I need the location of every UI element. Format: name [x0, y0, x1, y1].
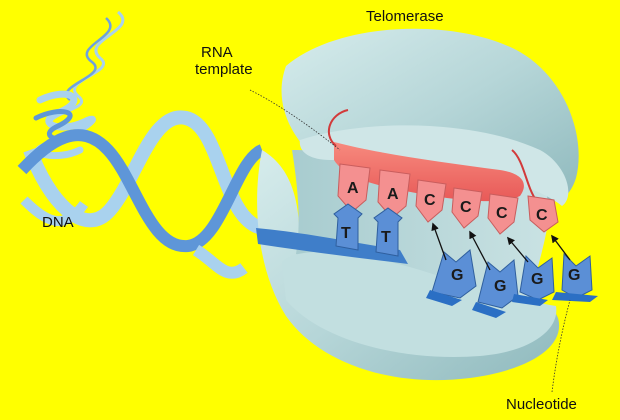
dna-strand-light-2: [20, 196, 89, 227]
dna-base: T: [373, 207, 403, 257]
rna-template-leader: [249, 89, 341, 151]
nucleotide: G: [426, 249, 477, 306]
nucleotide-letter: G: [494, 278, 506, 295]
rna-base: C: [487, 193, 519, 235]
pairing-arrow: [431, 222, 447, 261]
rna-template-label: RNA template: [195, 44, 253, 78]
pairing-arrow: [507, 236, 529, 263]
rna-base-letter: C: [424, 192, 436, 209]
pairing-arrow: [469, 230, 491, 271]
dna-base-letter: T: [341, 225, 351, 242]
nucleotide-letter: G: [451, 267, 463, 284]
nucleotide-letter: G: [531, 271, 543, 288]
pairing-arrow: [551, 234, 571, 261]
rna-base: C: [451, 187, 483, 229]
dna-label: DNA: [42, 214, 74, 231]
rna-end-left: [327, 109, 349, 147]
nucleotide-leader: [551, 299, 571, 393]
dna-base-letter: T: [381, 229, 391, 246]
dna-backbone-end: [256, 228, 408, 264]
nucleotide-label: Nucleotide: [506, 396, 577, 413]
nucleotide-letter: G: [568, 267, 580, 284]
telomerase-label: Telomerase: [366, 8, 444, 25]
rna-template-strand: [334, 142, 524, 202]
incoming-nucleotides: G G G G: [426, 249, 598, 318]
rna-template-label-line2: template: [195, 61, 253, 78]
rna-base: C: [527, 195, 559, 233]
leader-lines: [249, 89, 571, 393]
dna-strand-end: T T: [256, 203, 408, 264]
rna-template: [327, 109, 537, 202]
enzyme-lower-lip: [282, 251, 557, 357]
nucleotide: G: [512, 254, 555, 306]
rna-end-right: [511, 149, 537, 201]
dna-strand-lower: [192, 244, 248, 279]
rna-template-label-line1: RNA: [201, 44, 233, 61]
rna-base: A: [337, 163, 371, 213]
nucleotide: G: [472, 259, 519, 318]
nucleotide: G: [552, 252, 598, 302]
rna-base-letter: C: [536, 207, 548, 224]
rna-base: C: [415, 179, 447, 223]
dna-base: T: [333, 203, 363, 251]
rna-base-letter: C: [460, 199, 472, 216]
rna-base: A: [377, 169, 411, 219]
pairing-arrows: [431, 222, 571, 271]
dna-strand-dark: [17, 129, 266, 253]
dna-strand-far-2: [65, 17, 112, 101]
rna-base-letter: C: [496, 205, 508, 222]
rna-base-letter: A: [387, 186, 399, 203]
rna-bases: A A C C C C: [337, 163, 559, 235]
rna-base-letter: A: [347, 180, 359, 197]
